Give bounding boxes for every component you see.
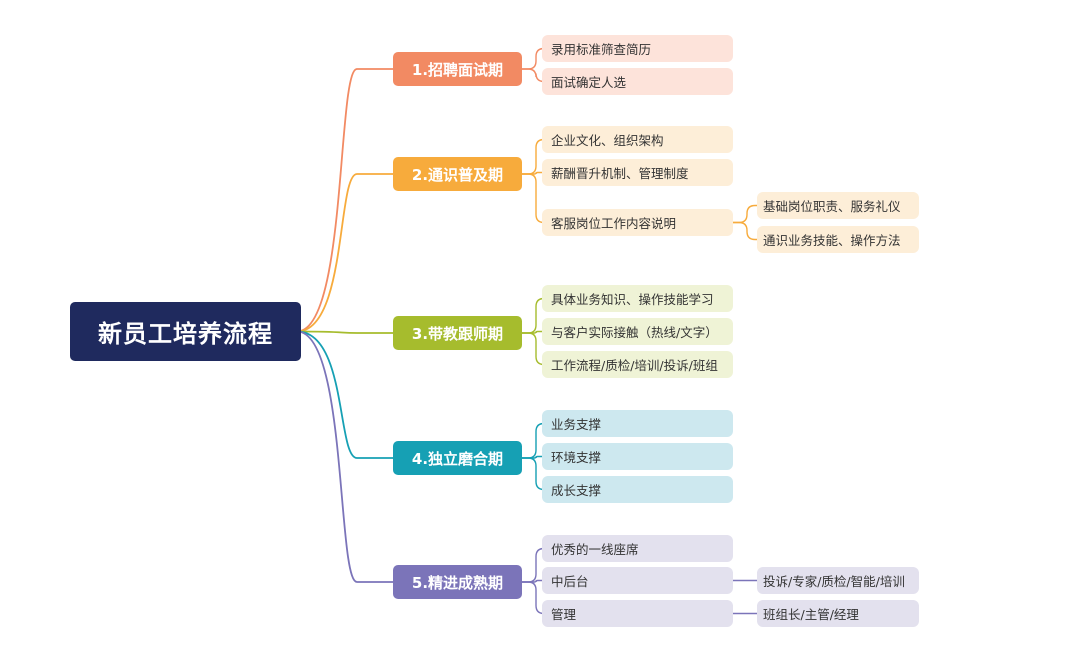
stage-label: 2.通识普及期 (411, 165, 504, 184)
detail-node[interactable]: 基础岗位职责、服务礼仪 (757, 192, 919, 219)
stage-to-topic-connector (522, 332, 545, 366)
stage-to-topic-connector (522, 47, 545, 70)
topic-node[interactable]: 业务支撑 (542, 410, 733, 437)
topic-to-detail-connector (733, 204, 757, 224)
stage-to-topic-connector (522, 173, 545, 224)
detail-label: 基础岗位职责、服务礼仪 (763, 199, 901, 214)
topic-node[interactable]: 管理 (542, 600, 733, 627)
topic-label: 企业文化、组织架构 (551, 133, 664, 148)
detail-node[interactable]: 班组长/主管/经理 (757, 600, 919, 627)
topic-label: 环境支撑 (551, 450, 602, 465)
topic-label: 优秀的一线座席 (551, 542, 639, 557)
topic-label: 面试确定人选 (551, 75, 627, 90)
detail-node[interactable]: 通识业务技能、操作方法 (757, 226, 919, 253)
detail-label: 通识业务技能、操作方法 (763, 233, 901, 248)
topic-node[interactable]: 成长支撑 (542, 476, 733, 503)
stage-to-topic-connector (522, 547, 545, 583)
topic-node[interactable]: 薪酬晋升机制、管理制度 (542, 159, 733, 186)
stage-label: 3.带教跟师期 (411, 324, 504, 343)
root-to-stage-connector (296, 330, 393, 334)
topic-node[interactable]: 工作流程/质检/培训/投诉/班组 (542, 351, 733, 378)
root-to-stage-connector (296, 330, 393, 459)
topic-label: 管理 (551, 607, 577, 622)
stage-to-topic-connector (522, 581, 545, 615)
topic-label: 中后台 (551, 574, 589, 589)
root-label: 新员工培养流程 (98, 320, 273, 348)
stage-node-general-knowledge[interactable]: 2.通识普及期 (393, 157, 522, 191)
topic-label: 薪酬晋升机制、管理制度 (551, 166, 689, 181)
stage-to-topic-connector (522, 457, 545, 491)
topic-to-detail-connector (733, 221, 757, 241)
topic-label: 业务支撑 (551, 417, 602, 432)
stage-label: 4.独立磨合期 (411, 449, 504, 468)
topic-label: 客服岗位工作内容说明 (551, 216, 677, 231)
detail-label: 班组长/主管/经理 (763, 607, 859, 622)
stage-to-topic-connector (522, 68, 545, 83)
topic-node[interactable]: 与客户实际接触（热线/文字） (542, 318, 733, 345)
topic-node[interactable]: 优秀的一线座席 (542, 535, 733, 562)
stage-node-recruitment[interactable]: 1.招聘面试期 (393, 52, 522, 86)
stage-node-independent[interactable]: 4.独立磨合期 (393, 441, 522, 475)
topic-label: 录用标准筛查简历 (551, 42, 652, 57)
root-node[interactable]: 新员工培养流程 (70, 302, 301, 361)
stage-to-topic-connector (522, 455, 542, 459)
stage-to-topic-connector (522, 579, 542, 583)
topic-node[interactable]: 环境支撑 (542, 443, 733, 470)
topic-node[interactable]: 客服岗位工作内容说明 (542, 209, 733, 236)
stage-to-topic-connector (522, 138, 545, 175)
topic-node[interactable]: 企业文化、组织架构 (542, 126, 733, 153)
topic-label: 与客户实际接触（热线/文字） (551, 325, 718, 340)
root-to-stage-connector (296, 173, 393, 333)
topic-label: 工作流程/质检/培训/投诉/班组 (551, 358, 718, 373)
root-to-stage-connector (296, 330, 393, 583)
stage-to-topic-connector (522, 171, 542, 175)
topic-node[interactable]: 具体业务知识、操作技能学习 (542, 285, 733, 312)
topic-label: 成长支撑 (551, 483, 602, 498)
stage-label: 5.精进成熟期 (411, 573, 504, 592)
stage-node-mentoring[interactable]: 3.带教跟师期 (393, 316, 522, 350)
stage-label: 1.招聘面试期 (411, 60, 504, 79)
stage-to-topic-connector (522, 422, 545, 459)
topic-node[interactable]: 中后台 (542, 567, 733, 594)
topic-node[interactable]: 录用标准筛查简历 (542, 35, 733, 62)
root-to-stage-connector (296, 68, 393, 333)
stage-to-topic-connector (522, 297, 545, 334)
stage-to-topic-connector (522, 330, 542, 334)
detail-label: 投诉/专家/质检/智能/培训 (763, 574, 905, 589)
detail-node[interactable]: 投诉/专家/质检/智能/培训 (757, 567, 919, 594)
topic-node[interactable]: 面试确定人选 (542, 68, 733, 95)
topic-label: 具体业务知识、操作技能学习 (551, 292, 714, 307)
stage-node-mature[interactable]: 5.精进成熟期 (393, 565, 522, 599)
